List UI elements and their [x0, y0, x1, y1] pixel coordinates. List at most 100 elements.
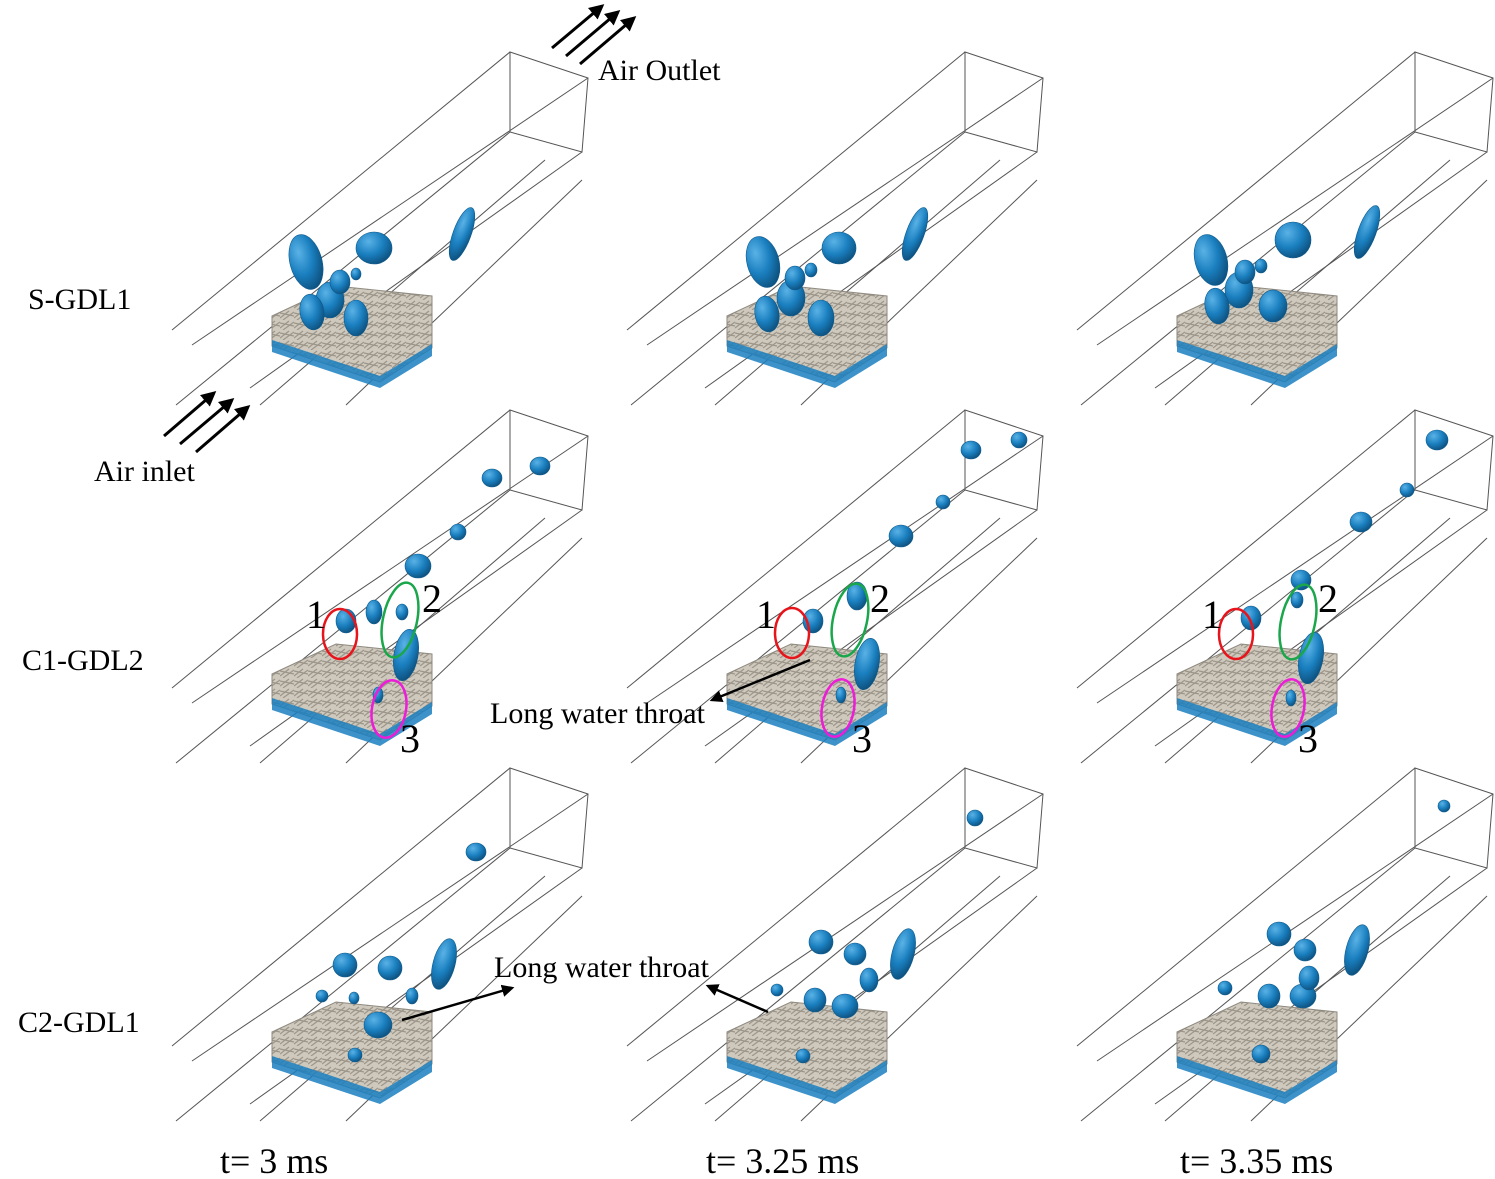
channel-edge — [1096, 793, 1494, 1062]
water-droplet — [901, 207, 929, 261]
air-inlet-arrows — [163, 391, 251, 454]
marker-2-ellipse — [830, 582, 870, 658]
throat-pointer-left — [401, 984, 515, 1022]
marker-2-label: 2 — [422, 576, 442, 621]
channel-edge — [171, 409, 511, 689]
channel-edge — [259, 875, 546, 1122]
marker-3-label: 3 — [400, 716, 420, 761]
gdl-water-layer — [727, 1056, 887, 1104]
water-droplet — [888, 524, 914, 548]
channel-outlet-frame — [1414, 767, 1494, 869]
channel-edge — [646, 793, 1044, 1062]
channel-outlet-frame — [509, 51, 589, 153]
water-droplet — [355, 231, 393, 265]
channel-edge — [191, 793, 589, 1062]
droplets-r2-c1 — [335, 456, 551, 704]
water-droplet — [1290, 591, 1304, 609]
channel-edge — [1096, 77, 1494, 346]
droplets-r3-c2 — [770, 809, 984, 1064]
water-droplet — [347, 1047, 363, 1063]
droplets-r3-c1 — [315, 842, 487, 1063]
droplets-r1-c2 — [745, 207, 929, 337]
water-droplet — [803, 987, 827, 1013]
water-droplet — [1010, 431, 1028, 449]
marker-1-label: 1 — [756, 592, 776, 637]
row-label-c1-gdl2: C1-GDL2 — [22, 644, 144, 677]
water-droplet — [481, 468, 503, 488]
droplets-r3-c3 — [1217, 799, 1451, 1064]
water-droplet — [329, 269, 351, 295]
channel-edge — [714, 875, 1001, 1122]
channel-edge — [171, 767, 511, 1047]
air-inlet-label: Air inlet — [94, 455, 195, 488]
water-droplet — [1285, 689, 1297, 707]
water-droplet — [465, 842, 487, 862]
channel-edge — [175, 847, 511, 1122]
water-droplet — [784, 265, 806, 291]
channel-outlet-frame — [964, 409, 1044, 511]
marker-1-label: 1 — [306, 592, 326, 637]
water-droplet — [960, 440, 982, 460]
marker-3-ellipse — [820, 678, 856, 738]
water-droplet — [1266, 921, 1292, 947]
water-droplet — [365, 599, 383, 625]
marker-1-ellipse — [1217, 607, 1255, 661]
water-droplet — [821, 231, 857, 265]
markers-panel-2: 1 2 3 — [756, 576, 890, 761]
gdl-water-layer — [727, 698, 887, 746]
water-droplet — [807, 299, 835, 337]
water-droplet — [395, 603, 409, 621]
panel-grid — [171, 51, 1494, 1122]
water-droplet — [795, 1048, 811, 1064]
water-droplet — [835, 686, 847, 704]
water-droplet — [1425, 429, 1449, 451]
channel-edge — [626, 51, 966, 331]
markers-panel-3: 1 2 3 — [1202, 576, 1338, 761]
marker-2-ellipse — [380, 581, 420, 659]
water-droplet — [448, 207, 476, 261]
channel-edge — [714, 159, 1001, 406]
water-droplet — [343, 299, 369, 337]
water-droplet — [404, 553, 432, 579]
throat-label-bottom: Long water throat — [494, 951, 710, 984]
channel-edge — [630, 847, 966, 1122]
channel-outlet-frame — [509, 409, 589, 511]
water-droplet — [770, 983, 784, 997]
marker-2-label: 2 — [870, 576, 890, 621]
throat-pointer-right — [705, 984, 769, 1014]
channel-edge — [259, 159, 546, 406]
water-droplet — [804, 262, 818, 278]
water-droplet — [335, 608, 357, 634]
channel-outlet-frame — [1414, 51, 1494, 153]
gdl-water-layer — [1177, 698, 1337, 746]
water-droplet — [1257, 983, 1281, 1009]
marker-3-label: 3 — [1298, 716, 1318, 761]
water-droplet — [393, 629, 419, 681]
marker-1-ellipse — [773, 606, 811, 660]
channel-edge — [1080, 847, 1416, 1122]
water-droplet — [854, 638, 880, 690]
water-droplet — [859, 967, 879, 993]
water-droplet — [1349, 511, 1373, 533]
water-droplet — [1251, 1044, 1271, 1064]
water-droplet — [808, 929, 834, 955]
water-droplet — [754, 295, 780, 333]
channel-edge — [171, 51, 511, 331]
water-droplet — [1274, 221, 1312, 259]
channel-edge — [1164, 159, 1451, 406]
channel-outlet-frame — [964, 51, 1044, 153]
gdl-water-layer — [272, 698, 432, 746]
marker-1-label: 1 — [1202, 592, 1222, 637]
panel-r1-c2 — [626, 51, 1044, 406]
marker-1-ellipse — [321, 607, 359, 661]
gdl-water-layer — [272, 1056, 432, 1104]
marker-3-ellipse — [1270, 678, 1306, 738]
gdl-water-layer — [727, 340, 887, 388]
water-droplet — [1437, 799, 1451, 813]
channel-edge — [1076, 767, 1416, 1047]
droplets-r2-c2 — [802, 431, 1028, 704]
marker-3-ellipse — [370, 679, 408, 739]
channel-edge — [646, 77, 1044, 346]
air-outlet-arrows — [551, 4, 637, 66]
